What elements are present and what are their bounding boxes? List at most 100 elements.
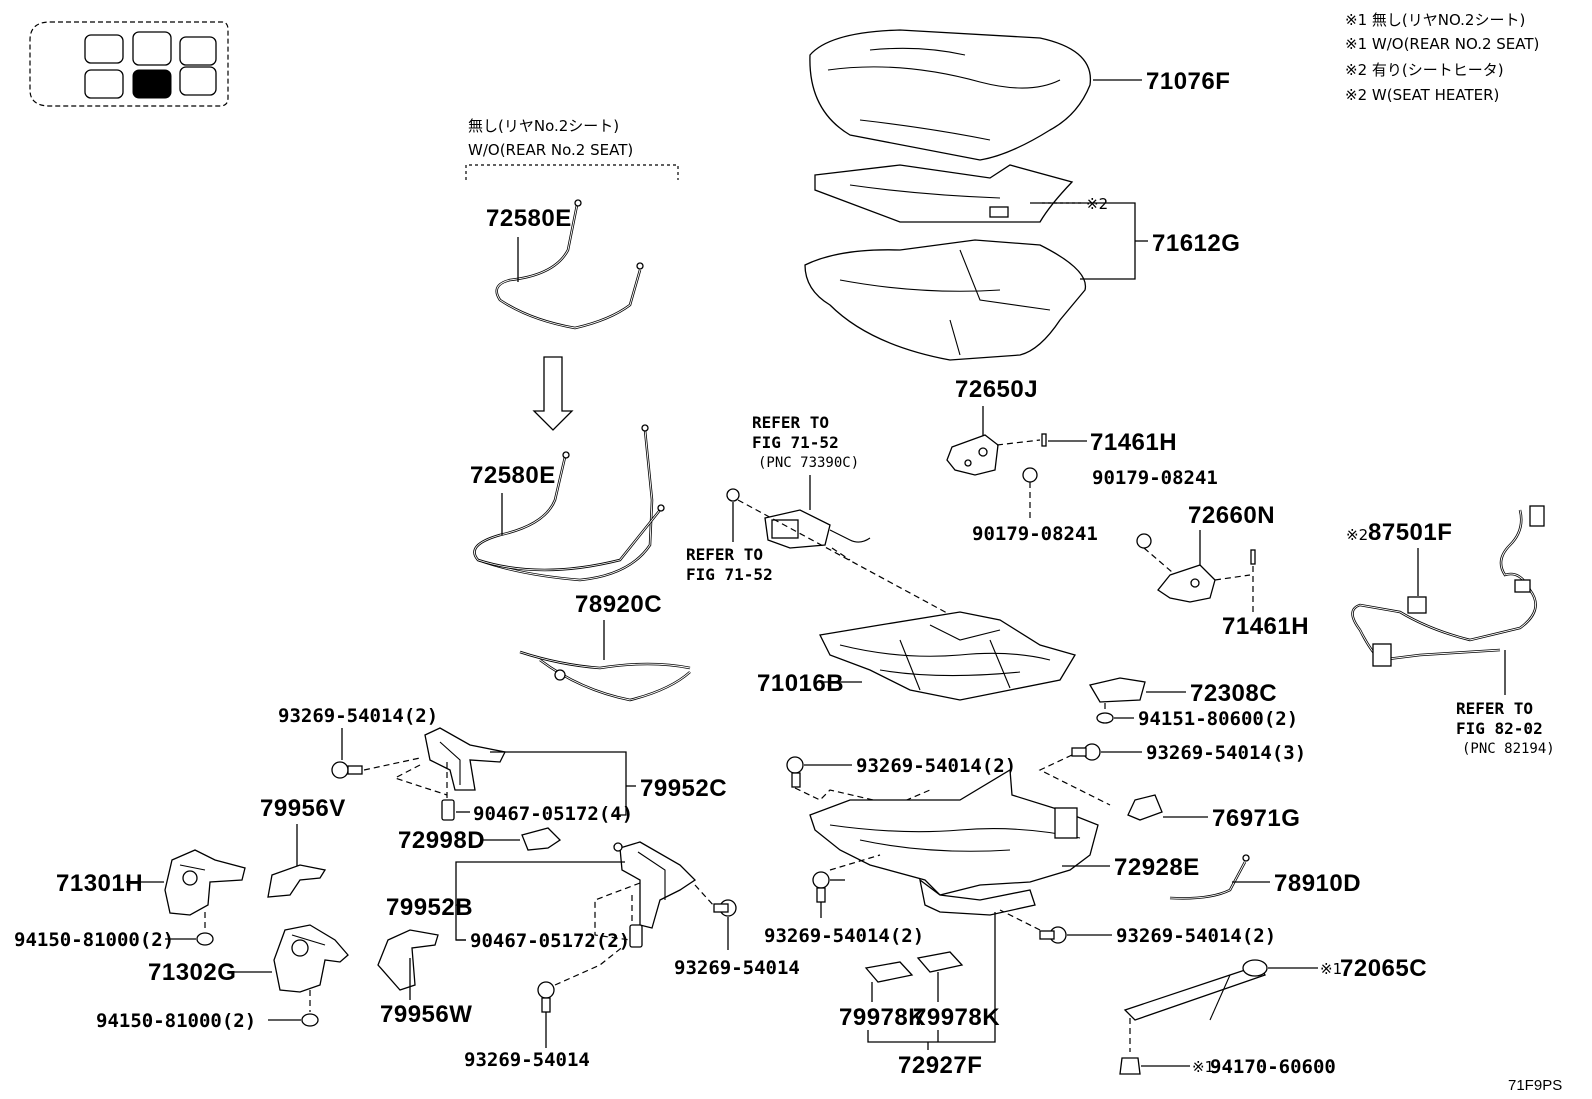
clip-90467-upper-icon <box>441 799 455 821</box>
pin-71461H-icon <box>1250 549 1256 565</box>
legend-line-1: ※1 無し(リヤNO.2シート) <box>1345 11 1525 29</box>
label-93269-single-bottom: 93269-54014 <box>464 1049 590 1071</box>
bolt-93269-low-right-icon <box>1039 926 1067 944</box>
bracket-79956V-illustration <box>267 864 327 898</box>
label-79952C: 79952C <box>640 775 727 802</box>
label-72660N: 72660N <box>1188 502 1275 529</box>
nut-icon <box>726 488 740 502</box>
seat-frame-71016B-illustration <box>819 611 1076 701</box>
cable-72580E-lower-illustration <box>473 424 665 582</box>
seat-heater-harness-illustration <box>1351 505 1545 667</box>
label-94150-lower: 94150-81000(2) <box>96 1010 256 1032</box>
marker-heater-harness: ※2 <box>1346 526 1368 544</box>
label-87501F: 87501F <box>1368 519 1452 546</box>
label-71612G: 71612G <box>1152 230 1240 257</box>
refer-to-lower: REFER TO <box>686 545 763 564</box>
label-90179-upper: 90179-08241 <box>1092 467 1218 489</box>
arrow-down-icon <box>532 356 574 431</box>
label-72928E: 72928E <box>1114 854 1200 881</box>
cable-78920C-illustration <box>519 650 691 702</box>
pad-79978K-right-icon <box>916 951 964 973</box>
legend-line-4: ※2 W(SEAT HEATER) <box>1345 86 1499 104</box>
label-94170: 94170-60600 <box>1210 1056 1336 1078</box>
clip-90467-lower-icon <box>629 924 643 948</box>
label-90179-lower: 90179-08241 <box>972 523 1098 545</box>
refer-pnc-82194: (PNC 82194) <box>1462 741 1555 757</box>
label-72580E-upper: 72580E <box>486 205 572 232</box>
group-note-jp: 無し(リヤNo.2シート) <box>468 117 619 135</box>
label-94150-upper: 94150-81000(2) <box>14 929 174 951</box>
nut-94150-lower-icon <box>301 1013 319 1027</box>
under-tray-72928E-illustration <box>809 768 1099 916</box>
label-93269-3: 93269-54014(3) <box>1146 742 1306 764</box>
bolt-93269-right-of-79952B-icon <box>713 899 737 917</box>
label-78910D: 78910D <box>1274 870 1361 897</box>
bolt-93269-3-icon <box>1071 743 1101 761</box>
nut-94170-icon <box>1119 1057 1141 1075</box>
label-72927F: 72927F <box>898 1052 982 1079</box>
legend-line-2: ※1 W/O(REAR NO.2 SEAT) <box>1345 35 1539 53</box>
legend-line-3: ※2 有り(シートヒータ) <box>1345 61 1504 79</box>
label-78920C: 78920C <box>575 591 662 618</box>
seat-cushion-pad-illustration <box>804 239 1087 361</box>
pad-79978K-left-icon <box>864 961 914 983</box>
nut-94150-upper-icon <box>196 932 214 946</box>
bolt-93269-left-icon <box>331 761 363 779</box>
label-72065C: 72065C <box>1340 955 1427 982</box>
label-72650J: 72650J <box>955 376 1038 403</box>
label-90467-2: 90467-05172(2) <box>470 930 630 952</box>
marker-heater-cushion: ※2 <box>1086 195 1108 213</box>
hinge-71302G-illustration <box>273 924 349 993</box>
group-bracket <box>465 164 679 180</box>
bolt-93269-mid-icon <box>786 756 804 788</box>
label-93269-2-right: 93269-54014(2) <box>1116 925 1276 947</box>
label-90467-4: 90467-05172(4) <box>473 803 633 825</box>
hinge-71301H-illustration <box>164 849 246 916</box>
seat-heater-mat-illustration <box>814 164 1074 223</box>
marker-rear-seat-strap: ※1 <box>1320 960 1342 978</box>
bracket-79952C-illustration <box>424 727 506 791</box>
bolt-93269-low-left-icon <box>812 871 830 903</box>
latch-72660N-illustration <box>1157 564 1216 603</box>
marker-rear-seat-nut: ※1 <box>1192 1058 1214 1076</box>
refer-fig-82-02: FIG 82-02 <box>1456 719 1543 738</box>
group-note-en: W/O(REAR No.2 SEAT) <box>468 141 633 159</box>
nut-90179-right-icon <box>1136 533 1152 549</box>
clip-72998D-icon <box>521 827 562 851</box>
bracket-79952B-illustration <box>613 841 697 929</box>
label-79978K-left: 79978K <box>839 1004 926 1031</box>
bolt-93269-bottom-icon <box>537 981 555 1013</box>
diagram-id: 71F9PS <box>1508 1077 1562 1094</box>
label-72998D: 72998D <box>398 827 485 854</box>
label-76971G: 76971G <box>1212 805 1300 832</box>
refer-to-harness: REFER TO <box>1456 699 1533 718</box>
pin-icon <box>1041 433 1047 447</box>
label-72580E-lower: 72580E <box>470 462 556 489</box>
refer-pnc-upper: (PNC 73390C) <box>758 455 859 471</box>
label-93269-2-mid: 93269-54014(2) <box>856 755 1016 777</box>
label-93269-2-left: 93269-54014(2) <box>278 705 438 727</box>
label-79952B: 79952B <box>386 894 473 921</box>
label-79956V: 79956V <box>260 795 346 822</box>
nut-94151-icon <box>1096 712 1114 724</box>
label-79978K-right: 79978K <box>913 1004 1000 1031</box>
cable-72580E-upper-illustration <box>495 199 644 330</box>
label-79956W: 79956W <box>380 1001 472 1028</box>
bracket-72308C-illustration <box>1088 677 1146 703</box>
label-71461H-upper: 71461H <box>1090 429 1177 456</box>
bracket-79956W-illustration <box>377 929 439 991</box>
label-94151: 94151-80600(2) <box>1138 708 1298 730</box>
label-93269-single-right: 93269-54014 <box>674 957 800 979</box>
vehicle-seat-locator-icon <box>29 21 229 107</box>
strap-72065C-illustration <box>1123 959 1268 1021</box>
label-72308C: 72308C <box>1190 680 1277 707</box>
clip-76971G-icon <box>1127 794 1163 821</box>
label-71301H: 71301H <box>56 870 143 897</box>
refer-fig-upper: FIG 71-52 <box>752 433 839 452</box>
label-71016B: 71016B <box>757 670 844 697</box>
seat-cushion-cover-illustration <box>809 29 1092 161</box>
legend: ※1 無し(リヤNO.2シート) ※1 W/O(REAR NO.2 SEAT) … <box>1345 11 1539 104</box>
label-93269-2-low: 93269-54014(2) <box>764 925 924 947</box>
label-71461H-lower: 71461H <box>1222 613 1309 640</box>
